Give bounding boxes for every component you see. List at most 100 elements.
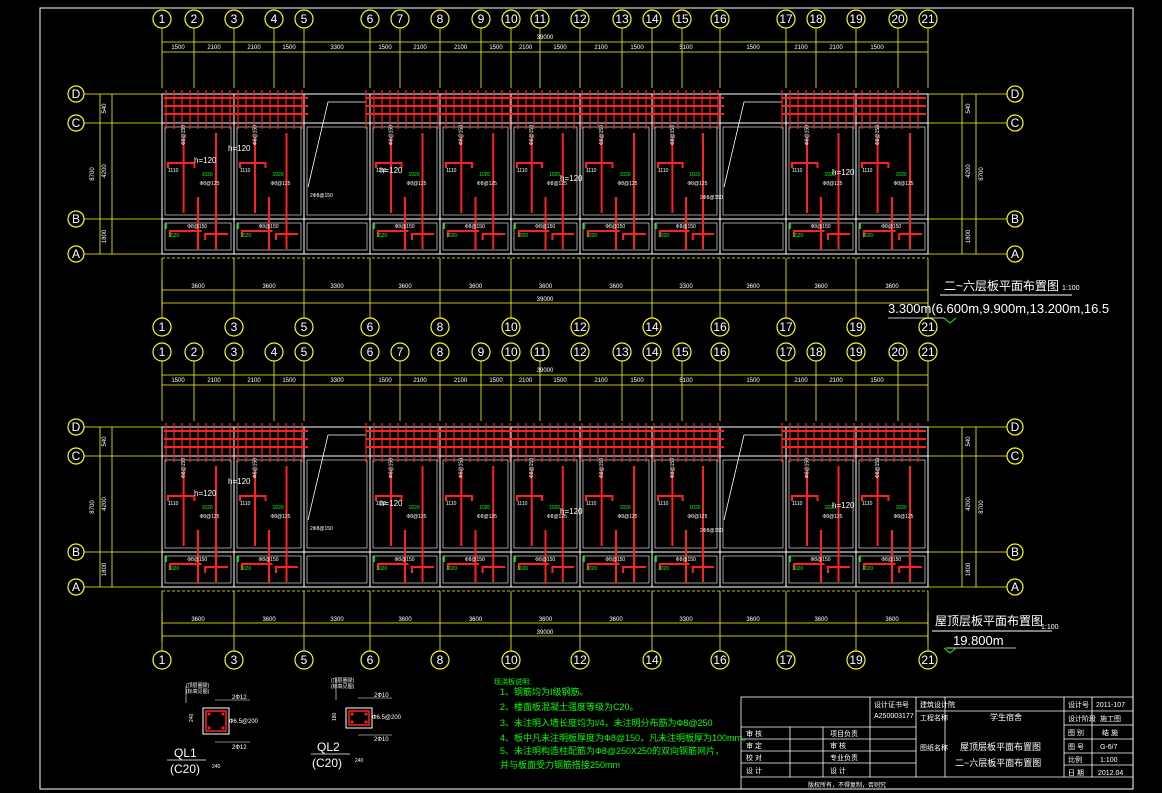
top-dim: 1500 — [870, 45, 884, 51]
section-ql1: (顶层圈梁) (标高见图) 2Ф12 Ф6.5@200 2Ф12 240 240… — [167, 682, 259, 776]
axis-label: 10 — [504, 345, 518, 359]
left-dim: 4200 — [102, 497, 108, 511]
plan1-axis-top-20: 20 — [888, 9, 908, 29]
axis-label: D — [1011, 87, 1020, 101]
rebar-label: Ф8@125 — [406, 181, 426, 187]
rebar-label: Ф8@150 — [670, 125, 676, 145]
axis-label: A — [72, 580, 80, 594]
top-dim: 2100 — [207, 45, 221, 51]
ql1-ann-2: (标高见图) — [186, 688, 210, 695]
plan2-axis-bottom-14: 14 — [642, 650, 662, 670]
top-dim: 2100 — [794, 378, 808, 384]
rebar-label: 1110 — [168, 168, 179, 174]
plan1-axis-top-12: 12 — [570, 9, 590, 29]
plan2-axis-top-3: 3 — [224, 342, 244, 362]
tb-type: 结 施 — [1102, 728, 1118, 737]
axis-label: 16 — [713, 12, 727, 26]
plan1-axis-bottom-14: 14 — [642, 317, 662, 337]
axis-label: 14 — [645, 653, 659, 667]
ql2-grade: (C20) — [312, 756, 342, 770]
axis-label: 3 — [231, 320, 238, 334]
plan1-rebar: Ф8@150Ф8@12511101020Ф8@1501020Ф8@150Ф8@1… — [164, 90, 926, 250]
slab-thickness: h=120 — [560, 174, 583, 183]
plan1-axis-right-B: B — [1006, 210, 1024, 228]
rebar-label: 1020 — [620, 172, 631, 178]
tb-num: G-6/7 — [1100, 744, 1118, 751]
rebar-bar — [657, 495, 684, 501]
tb-scale-label: 比例 — [1068, 755, 1082, 764]
rebar-label: 1020 — [376, 233, 387, 239]
plan1-axis-right-A: A — [1006, 245, 1024, 263]
rebar-label: Ф8@150 — [388, 125, 394, 145]
top-dim: 2100 — [247, 45, 261, 51]
bottom-dim: 3600 — [191, 617, 205, 623]
slab-thickness: h=120 — [832, 168, 855, 177]
rebar-label: 1020 — [517, 566, 528, 572]
top-dim: 5100 — [679, 45, 693, 51]
rebar-bar — [659, 230, 690, 237]
plan1-axis-bottom-8: 8 — [430, 317, 450, 337]
rebar-bar — [377, 563, 409, 570]
note-2: 2、楼面板混凝土强度等级为C20。 — [500, 701, 639, 712]
rebar-label: Ф8@125 — [477, 181, 497, 187]
rebar-bar — [518, 230, 549, 237]
plan1-axis-top-21: 21 — [918, 9, 938, 29]
rebar-label: Ф8@150 — [670, 458, 676, 478]
title-block — [740, 696, 1134, 790]
rebar-label: 2Ф8@150 — [310, 526, 333, 532]
tb-drawing-1: 屋顶层板平面布置图 — [960, 741, 1041, 752]
rebar-label: Ф8@150 — [811, 557, 831, 563]
axis-label: 7 — [397, 345, 404, 359]
rebar-bar — [169, 563, 202, 570]
stair-line — [723, 434, 782, 521]
plan2-rebar: Ф8@150Ф8@12511101020Ф8@1501020Ф8@150Ф8@1… — [164, 423, 926, 583]
axis-label: A — [1011, 247, 1019, 261]
axis-label: 16 — [713, 653, 727, 667]
plan2-axis-bottom-12: 12 — [570, 650, 590, 670]
rebar-label: Ф8@150 — [535, 557, 555, 563]
top-dim: 1500 — [746, 378, 760, 384]
plan1-axis-top-17: 17 — [776, 9, 796, 29]
rebar-label: 1110 — [240, 168, 251, 174]
rebar-label: Ф8@150 — [811, 224, 831, 230]
note-1: 1、钢筋均为I级钢筋。 — [500, 686, 589, 697]
bottom-dim: 3600 — [191, 284, 205, 290]
rebar-bar — [411, 566, 434, 573]
axis-label: 8 — [437, 345, 444, 359]
rebar-label: Ф8@150 — [459, 125, 465, 145]
axis-label: 12 — [573, 320, 587, 334]
plan2-axis-top-10: 10 — [501, 342, 521, 362]
axis-label: 18 — [809, 345, 823, 359]
top-dim: 3300 — [330, 378, 344, 384]
axis-label: 19 — [849, 12, 863, 26]
axis-label: 1 — [159, 653, 166, 667]
right-dim: 4200 — [966, 497, 972, 511]
axis-label: 17 — [779, 320, 793, 334]
tb-role-r3: 专业负责 — [830, 753, 858, 762]
rebar-bar — [622, 566, 646, 573]
drawing-frame — [39, 7, 1134, 790]
top-dim: 2100 — [207, 378, 221, 384]
rebar-bar — [275, 233, 298, 240]
tb-role-r2: 审 核 — [830, 741, 846, 750]
axis-label: 3 — [231, 653, 238, 667]
bottom-dim: 3600 — [398, 617, 412, 623]
axis-label: 8 — [437, 320, 444, 334]
rebar-bar — [411, 233, 434, 240]
plan1-axis-top-14: 14 — [642, 9, 662, 29]
rebar-bar — [827, 566, 850, 573]
right-dim: 540 — [966, 103, 972, 114]
axis-label: 16 — [713, 320, 727, 334]
plan1-axis-bottom-21: 21 — [918, 317, 938, 337]
slab-notes: 现浇板说明: 1、钢筋均为I级钢筋。 2、楼面板混凝土强度等级为C20。 3、未… — [494, 677, 751, 770]
bottom-dim: 3300 — [679, 284, 693, 290]
bottom-dim: 3300 — [330, 617, 344, 623]
plan2-scale: 1:100 — [1041, 624, 1059, 631]
plan1-axis-bottom-3: 3 — [224, 317, 244, 337]
rebar-label: 1020 — [409, 172, 420, 178]
rebar-bar — [375, 162, 403, 168]
rebar-bar — [169, 230, 202, 237]
rebar-bar — [827, 233, 850, 240]
rebar-label: Ф8@125 — [199, 181, 219, 187]
